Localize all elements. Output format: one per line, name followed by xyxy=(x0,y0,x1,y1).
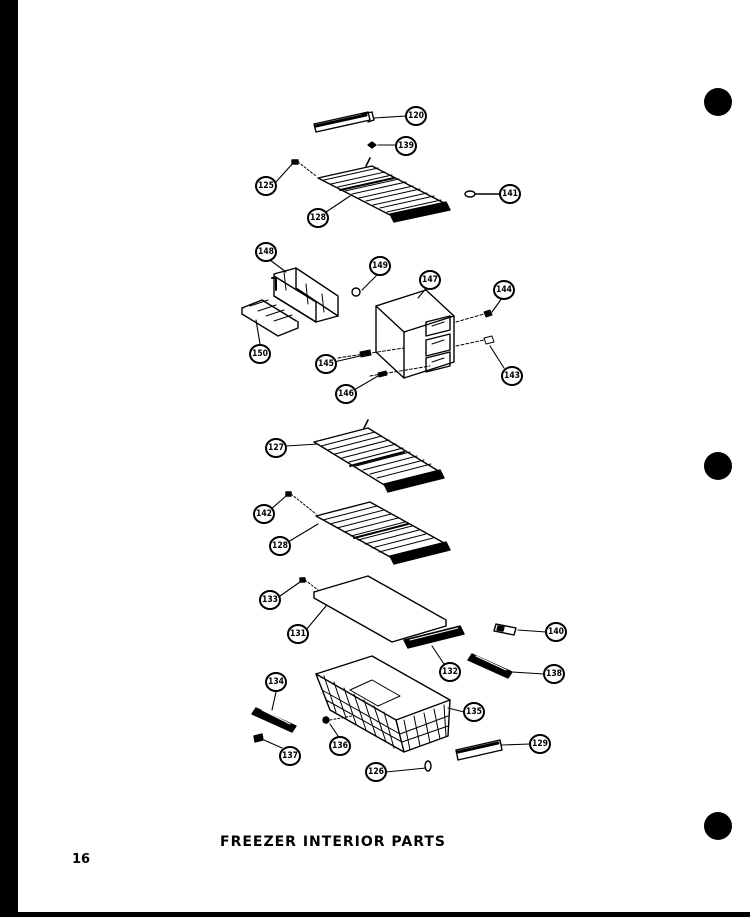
callout-138: 138 xyxy=(543,664,565,684)
callout-145: 145 xyxy=(315,354,337,374)
callout-141: 141 xyxy=(499,184,521,204)
svg-text:133: 133 xyxy=(262,595,278,605)
shelf-stud xyxy=(291,159,317,177)
small-clip xyxy=(367,141,377,149)
ice-tray xyxy=(241,299,299,337)
callout-148: 148 xyxy=(255,242,277,262)
binder-hole-top xyxy=(704,88,732,116)
callout-126: 126 xyxy=(365,762,387,782)
svg-text:134: 134 xyxy=(268,677,284,687)
svg-text:132: 132 xyxy=(442,667,458,677)
svg-text:136: 136 xyxy=(332,741,348,751)
svg-text:145: 145 xyxy=(318,359,334,369)
callout-128-upper: 128 xyxy=(307,208,329,228)
lower-wire-shelf xyxy=(285,491,451,565)
callout-127: 127 xyxy=(265,438,287,458)
screw-136 xyxy=(322,715,353,724)
callout-132: 132 xyxy=(439,662,461,682)
svg-text:129: 129 xyxy=(532,739,548,749)
svg-text:128: 128 xyxy=(272,541,288,551)
drawer-handle xyxy=(455,739,503,761)
shelf-stud-right xyxy=(464,190,501,198)
svg-text:143: 143 xyxy=(504,371,520,381)
svg-text:131: 131 xyxy=(290,629,306,639)
upper-wire-shelf xyxy=(317,157,451,223)
ice-bin xyxy=(375,289,455,379)
svg-text:141: 141 xyxy=(502,189,518,199)
wire-basket xyxy=(315,655,451,753)
svg-text:149: 149 xyxy=(372,261,388,271)
cam xyxy=(424,760,432,772)
callout-144: 144 xyxy=(493,280,515,300)
binder-hole-bottom xyxy=(704,812,732,840)
svg-text:150: 150 xyxy=(252,349,268,359)
svg-text:128: 128 xyxy=(310,213,326,223)
small-bracket xyxy=(493,623,517,636)
callout-150: 150 xyxy=(249,344,271,364)
knob xyxy=(351,287,361,297)
callout-134: 134 xyxy=(265,672,287,692)
callout-133: 133 xyxy=(259,590,281,610)
callout-129: 129 xyxy=(529,734,551,754)
callout-143: 143 xyxy=(501,366,523,386)
callout-146: 146 xyxy=(335,384,357,404)
callout-135: 135 xyxy=(463,702,485,722)
svg-text:120: 120 xyxy=(408,111,424,121)
svg-text:125: 125 xyxy=(258,181,274,191)
callout-125: 125 xyxy=(255,176,277,196)
binder-hole-middle xyxy=(704,452,732,480)
svg-text:126: 126 xyxy=(368,767,384,777)
screw-137 xyxy=(253,733,264,743)
hardware-parts xyxy=(337,309,495,378)
svg-text:147: 147 xyxy=(422,275,438,285)
ice-tray-rack xyxy=(271,267,339,323)
callout-136: 136 xyxy=(329,736,351,756)
leader-lines xyxy=(255,115,547,773)
svg-text:135: 135 xyxy=(466,707,482,717)
callout-120: 120 xyxy=(405,106,427,126)
drawer-slide-rail xyxy=(467,653,513,679)
callout-131: 131 xyxy=(287,624,309,644)
svg-text:138: 138 xyxy=(546,669,562,679)
page-number: 16 xyxy=(72,852,91,867)
svg-text:148: 148 xyxy=(258,247,274,257)
svg-text:146: 146 xyxy=(338,389,354,399)
crisper-cover-panel xyxy=(299,575,447,643)
callout-147: 147 xyxy=(419,270,441,290)
svg-text:139: 139 xyxy=(398,141,414,151)
front-trim-strip xyxy=(403,625,465,649)
callout-142: 142 xyxy=(253,504,275,524)
callout-149: 149 xyxy=(369,256,391,276)
callout-128-lower: 128 xyxy=(269,536,291,556)
svg-text:137: 137 xyxy=(282,751,298,761)
svg-text:127: 127 xyxy=(268,443,284,453)
svg-text:140: 140 xyxy=(548,627,564,637)
callout-139: 139 xyxy=(395,136,417,156)
callout-137: 137 xyxy=(279,746,301,766)
callout-140: 140 xyxy=(545,622,567,642)
svg-text:144: 144 xyxy=(496,285,512,295)
middle-wire-shelf xyxy=(313,419,445,493)
diagram-caption: FREEZER INTERIOR PARTS xyxy=(220,834,447,850)
top-shelf-rail xyxy=(313,111,375,133)
basket-side-rail xyxy=(251,707,297,733)
svg-text:142: 142 xyxy=(256,509,272,519)
